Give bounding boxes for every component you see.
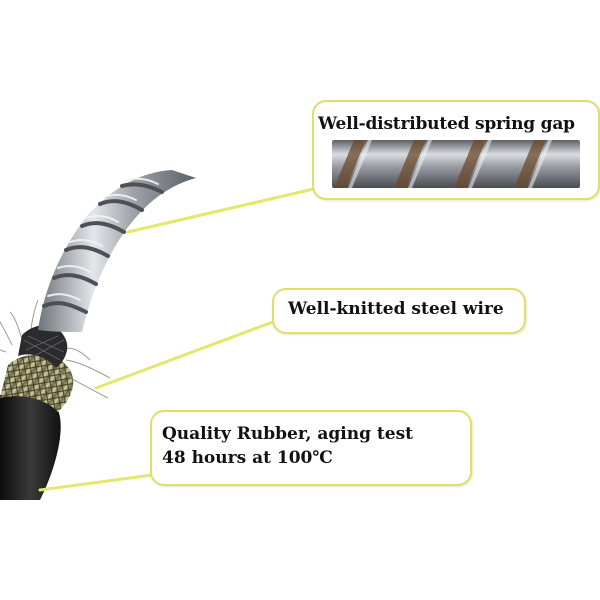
leader-line-wire [94,318,280,390]
callout-spring-gap-label: Well-distributed spring gap [318,114,575,134]
rubber-layer [0,393,61,500]
spring-closeup-icon [332,140,580,188]
leader-line-rubber [38,472,162,492]
callout-steel-wire-label: Well-knitted steel wire [288,299,504,319]
spring-coil [38,170,196,332]
leader-line-spring [126,186,320,234]
callout-rubber-line1: Quality Rubber, aging test [162,424,413,444]
callout-steel-wire: Well-knitted steel wire [272,288,526,334]
callout-rubber: Quality Rubber, aging test 48 hours at 1… [150,410,472,486]
callout-rubber-text: Quality Rubber, aging test 48 hours at 1… [162,422,413,470]
braid-layer [0,354,74,412]
callout-rubber-line2: 48 hours at 100℃ [162,448,333,468]
callout-spring-gap: Well-distributed spring gap [312,100,600,200]
